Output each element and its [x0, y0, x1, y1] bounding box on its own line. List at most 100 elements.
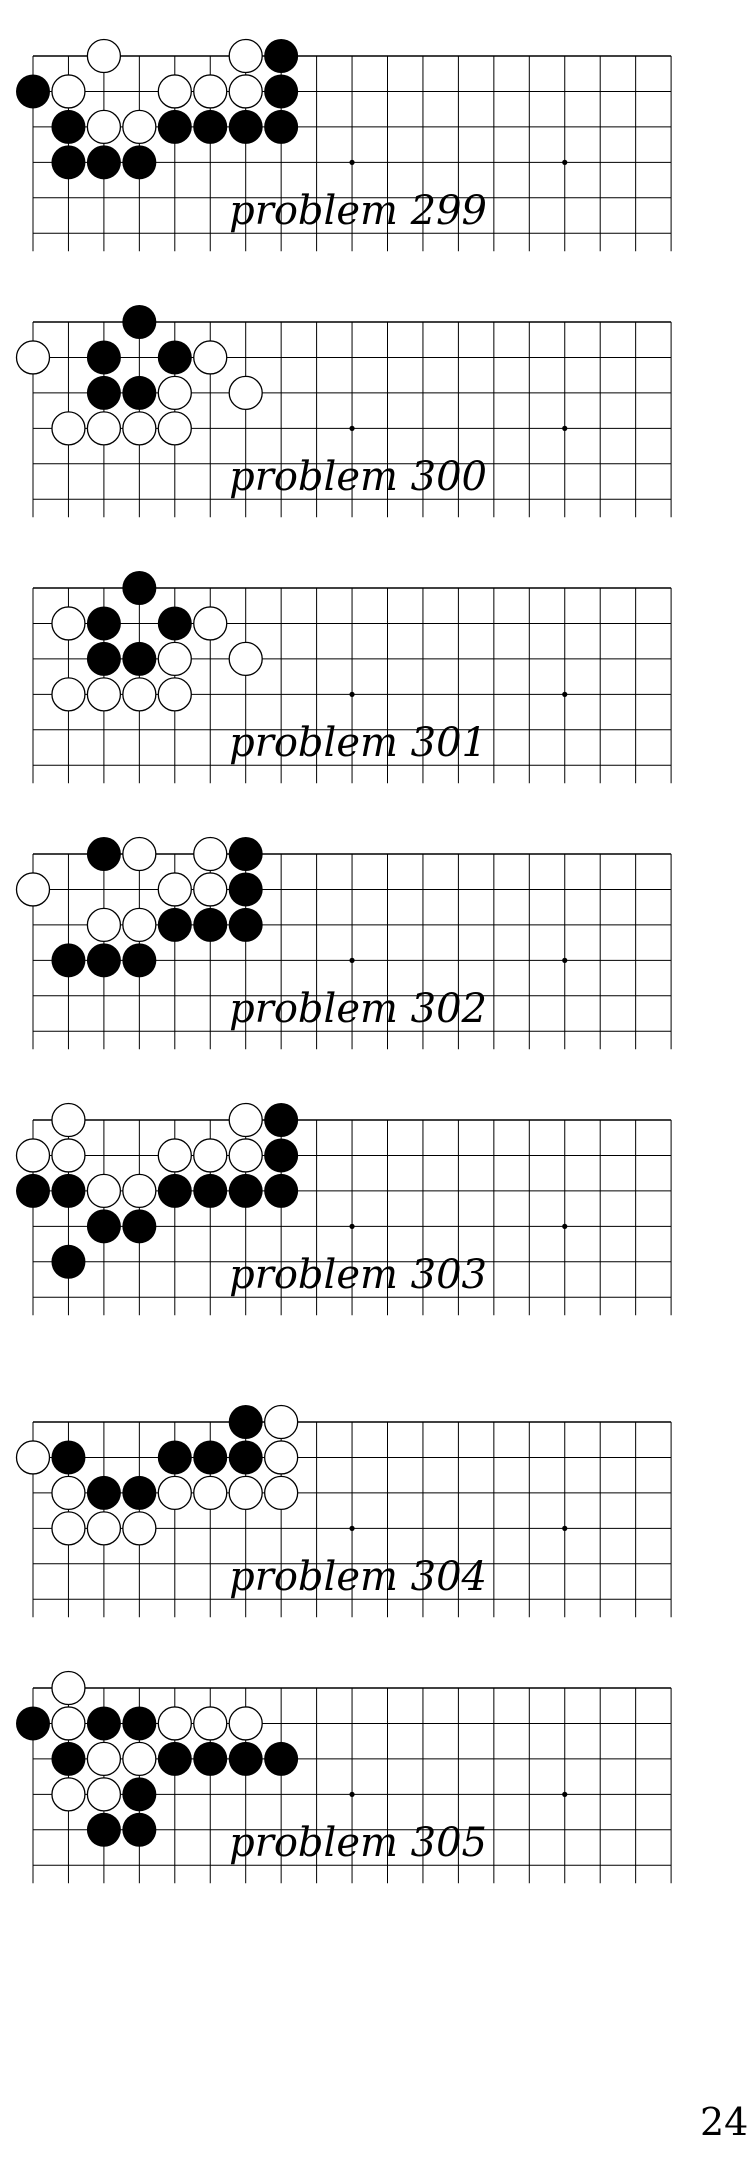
black-stone: [122, 1777, 157, 1812]
black-stone: [122, 145, 157, 180]
black-stone: [86, 145, 121, 180]
black-stone: [228, 837, 263, 871]
white-stone: [122, 677, 157, 712]
problem-3: problem 301: [32, 571, 672, 784]
white-stone: [228, 1706, 263, 1741]
black-stone: [157, 1173, 192, 1208]
black-stone: [122, 1475, 157, 1510]
white-stone: [51, 1670, 86, 1706]
white-stone: [157, 1475, 192, 1511]
black-stone: [51, 109, 86, 144]
white-stone: [51, 1511, 86, 1546]
star-point: [562, 1223, 568, 1229]
black-stone: [86, 340, 121, 375]
white-stone: [157, 1706, 192, 1741]
page-number: 24: [700, 2100, 748, 2144]
white-stone: [228, 1102, 263, 1138]
black-stone: [16, 1173, 50, 1208]
white-stone: [122, 411, 157, 446]
black-stone: [86, 1209, 121, 1244]
black-stone: [157, 1741, 192, 1776]
black-stone: [264, 1103, 299, 1137]
black-stone: [122, 1209, 157, 1244]
black-stone: [264, 1173, 299, 1208]
star-point: [349, 957, 355, 963]
white-stone: [157, 641, 192, 677]
white-stone: [86, 38, 122, 74]
black-stone: [51, 1440, 86, 1475]
white-stone: [228, 74, 263, 109]
problem-1: problem 299: [16, 38, 672, 252]
white-stone: [86, 1173, 122, 1209]
black-stone: [264, 1138, 299, 1173]
black-stone: [193, 109, 228, 144]
black-stone: [228, 109, 263, 144]
white-stone: [51, 1475, 86, 1511]
white-stone: [51, 606, 86, 641]
star-point: [562, 691, 568, 697]
star-point: [349, 159, 355, 165]
black-stone: [228, 872, 263, 907]
black-stone: [264, 109, 299, 144]
black-stone: [51, 1173, 86, 1208]
white-stone: [51, 74, 86, 109]
black-stone: [157, 1440, 192, 1475]
star-point: [349, 1791, 355, 1797]
black-stone: [193, 1173, 228, 1208]
white-stone: [263, 1404, 299, 1440]
black-stone: [193, 907, 228, 942]
white-stone: [122, 907, 157, 943]
white-stone: [157, 74, 192, 109]
black-stone: [264, 39, 299, 73]
problem-5: problem 303: [15, 1102, 672, 1316]
black-stone: [86, 1706, 121, 1741]
white-stone: [15, 1440, 51, 1475]
white-stone: [122, 836, 157, 872]
black-stone: [86, 1812, 121, 1847]
white-stone: [51, 1102, 86, 1138]
star-point: [562, 425, 568, 431]
black-stone: [228, 1173, 263, 1208]
black-stone: [193, 1440, 228, 1475]
black-stone: [51, 145, 86, 180]
white-stone: [86, 1741, 122, 1777]
black-stone: [264, 74, 299, 109]
white-stone: [193, 1706, 228, 1741]
problem-caption: problem 302: [229, 986, 487, 1032]
white-stone: [51, 1777, 86, 1812]
white-stone: [228, 1475, 263, 1511]
black-stone: [228, 1440, 263, 1475]
black-stone: [86, 606, 121, 641]
white-stone: [86, 109, 122, 145]
white-stone: [86, 677, 122, 712]
problem-4: problem 302: [15, 836, 672, 1050]
white-stone: [193, 836, 228, 872]
star-point: [562, 1525, 568, 1531]
black-stone: [86, 641, 121, 676]
problem-6: problem 304: [15, 1404, 672, 1618]
white-stone: [193, 1475, 228, 1511]
problem-caption: problem 305: [229, 1820, 487, 1866]
black-stone: [122, 641, 157, 676]
black-stone: [86, 943, 121, 978]
black-stone: [51, 1244, 86, 1279]
star-point: [349, 691, 355, 697]
star-point: [562, 957, 568, 963]
black-stone: [122, 1706, 157, 1741]
black-stone: [122, 1812, 157, 1847]
white-stone: [15, 1138, 51, 1173]
black-stone: [86, 375, 121, 410]
black-stone: [16, 74, 50, 109]
white-stone: [15, 340, 51, 375]
black-stone: [122, 943, 157, 978]
problem-2: problem 300: [15, 305, 672, 518]
white-stone: [157, 411, 192, 446]
star-point: [562, 159, 568, 165]
white-stone: [15, 872, 51, 907]
star-point: [349, 425, 355, 431]
white-stone: [51, 1706, 86, 1741]
white-stone: [157, 375, 192, 411]
white-stone: [157, 677, 192, 712]
black-stone: [86, 837, 121, 871]
star-point: [349, 1223, 355, 1229]
